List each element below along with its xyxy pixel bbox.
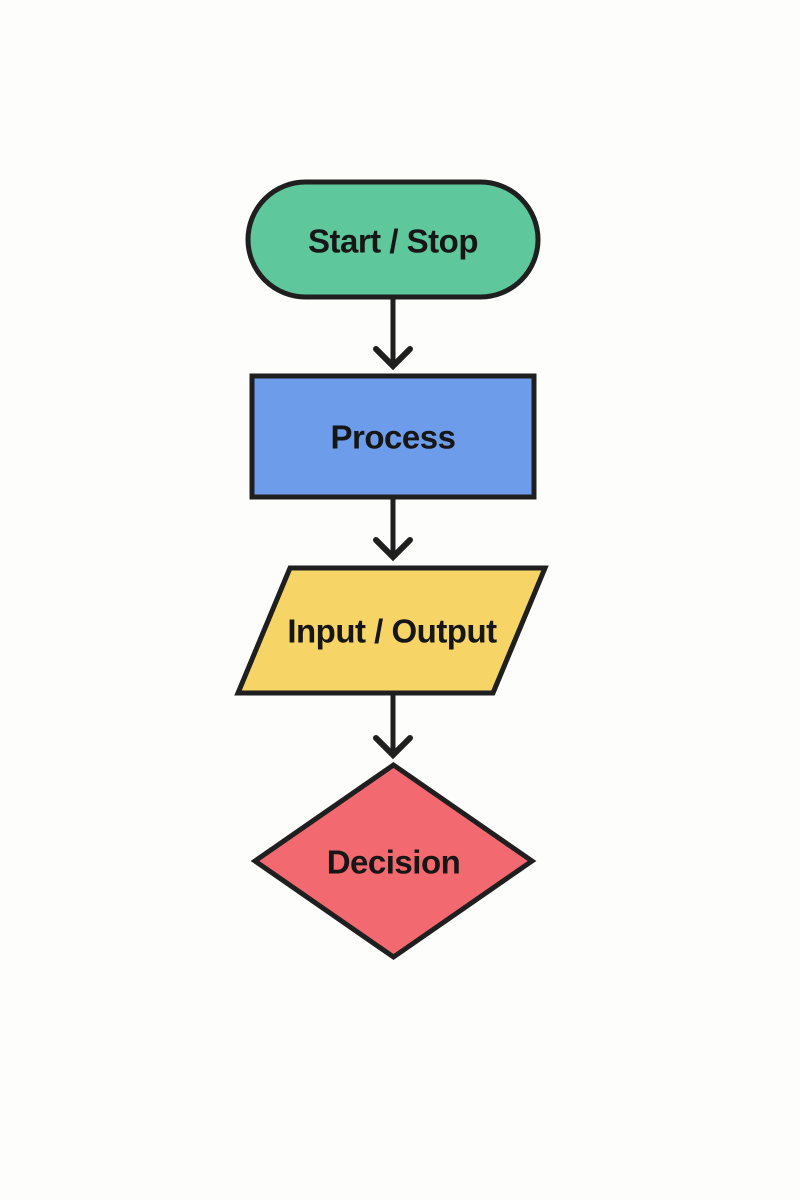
node-process: Process <box>249 373 537 500</box>
arrowhead-down-icon <box>373 537 413 562</box>
diamond-shape <box>250 761 537 961</box>
arrowhead-down-icon <box>373 346 413 371</box>
parallelogram-shape <box>234 565 549 696</box>
rectangle-shape <box>249 373 537 500</box>
node-decision-label: Decision <box>327 844 461 881</box>
node-decision: Decision <box>250 761 537 961</box>
node-input-output: Input / Output <box>234 565 549 696</box>
node-start-stop-label: Start / Stop <box>308 223 478 260</box>
node-input-output-label: Input / Output <box>287 613 497 650</box>
node-process-label: Process <box>331 419 456 456</box>
node-start-stop: Start / Stop <box>245 179 541 300</box>
connector-start-to-process <box>373 295 413 371</box>
connector-process-to-io <box>373 494 413 562</box>
arrowhead-down-icon <box>373 735 413 760</box>
connector-io-to-decision <box>373 692 413 760</box>
